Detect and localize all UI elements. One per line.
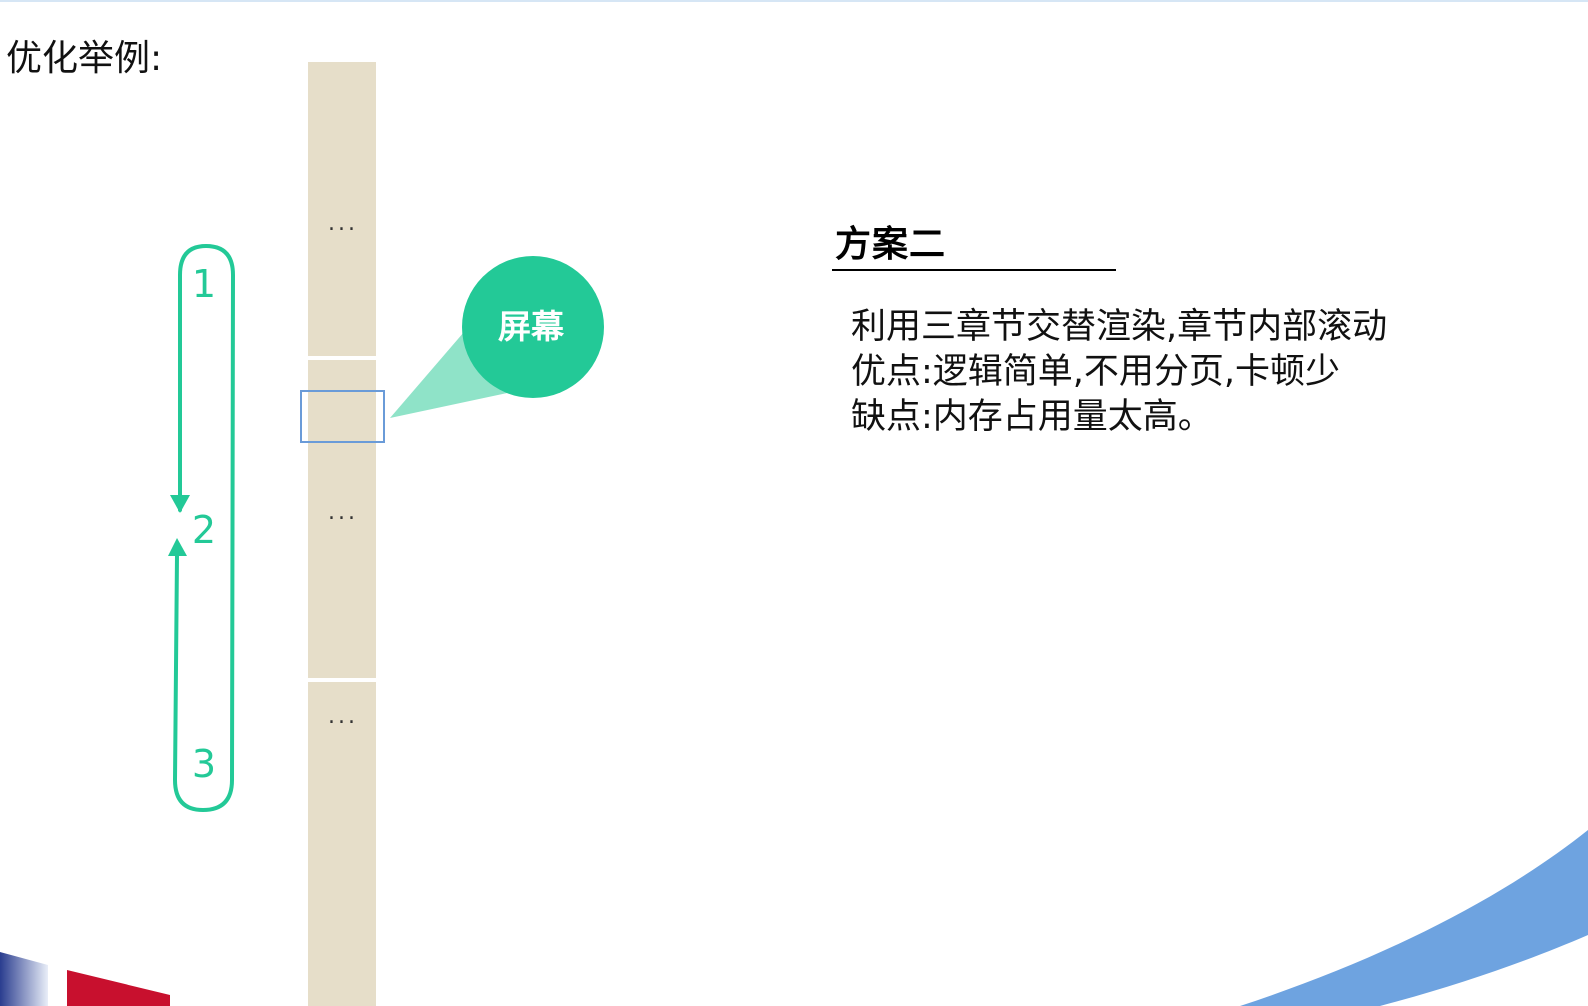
scheme-line-cons: 缺点:内存占用量太高。 bbox=[851, 397, 1213, 437]
scheme-line-method: 利用三章节交替渲染,章节内部滚动 bbox=[851, 307, 1388, 347]
screen-bubble bbox=[462, 256, 604, 398]
cycle-arrow-up-icon bbox=[168, 538, 187, 556]
decor-stripe-red bbox=[67, 970, 170, 1006]
page-heading: 优化举例: bbox=[6, 38, 163, 79]
screen-viewport-frame bbox=[300, 390, 385, 443]
screen-callout: 屏幕 bbox=[300, 256, 604, 443]
chapter-ellipsis-2: ... bbox=[328, 500, 358, 525]
scheme-title-underline bbox=[832, 269, 1116, 271]
chapter-segment-2 bbox=[308, 360, 376, 678]
scheme-description: 利用三章节交替渲染,章节内部滚动 优点:逻辑简单,不用分页,卡顿少 缺点:内存占… bbox=[851, 305, 1387, 440]
decor-stripe-blue bbox=[0, 952, 48, 1006]
chapter-ellipsis-1: ... bbox=[328, 211, 358, 236]
chapter-cycle: 1 2 3 bbox=[168, 244, 235, 812]
cycle-loop-outline bbox=[173, 244, 235, 812]
chapter-ellipsis-3: ... bbox=[328, 704, 358, 729]
scheme-title: 方案二 bbox=[835, 224, 947, 265]
chapter-strip: ... ... ... bbox=[308, 62, 376, 1006]
scheme-line-pros: 优点:逻辑简单,不用分页,卡顿少 bbox=[851, 352, 1341, 392]
chapter-segment-1 bbox=[308, 62, 376, 356]
decor-swoosh-blue bbox=[1240, 830, 1588, 1006]
screen-bubble-label: 屏幕 bbox=[498, 307, 565, 346]
cycle-arrow-down-icon bbox=[170, 495, 190, 513]
cycle-label-2: 2 bbox=[192, 508, 216, 552]
decor-swoosh-white bbox=[1380, 935, 1588, 1006]
chapter-segment-3 bbox=[308, 682, 376, 1006]
cycle-label-3: 3 bbox=[192, 742, 216, 786]
top-rule bbox=[0, 0, 1588, 2]
cycle-label-1: 1 bbox=[192, 262, 216, 306]
